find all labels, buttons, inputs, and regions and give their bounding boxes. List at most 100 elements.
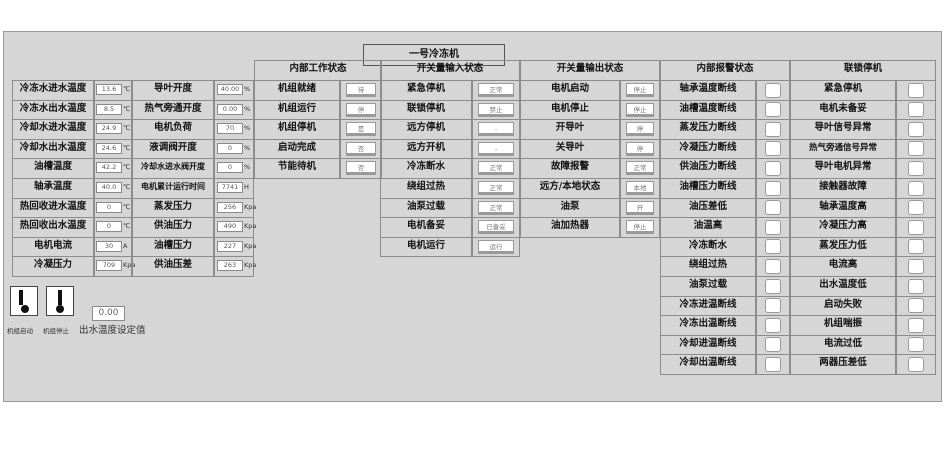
interlock-label: 电流过低 bbox=[823, 337, 862, 349]
switch-output-label-cell bbox=[520, 217, 620, 238]
param-value-field: 30 bbox=[96, 240, 122, 252]
alarm-led bbox=[765, 298, 781, 314]
alarm-label: 油压差低 bbox=[688, 200, 727, 212]
alarm-led bbox=[765, 200, 781, 216]
param-label: 冷却水进水阀开度 bbox=[141, 162, 205, 172]
switch-input-label: 远方停机 bbox=[406, 122, 445, 134]
alarm-label: 冷却进温断线 bbox=[679, 337, 737, 349]
setpoint-label: 出水温度设定值 bbox=[79, 325, 146, 336]
interlock-led-cell bbox=[896, 354, 936, 375]
alarm-led bbox=[765, 278, 781, 294]
param-label: 油槽温度 bbox=[33, 161, 72, 173]
alarm-label-cell bbox=[660, 354, 756, 375]
interlock-led bbox=[908, 317, 924, 333]
switch-input-label-cell bbox=[380, 236, 472, 258]
alarm-label: 蒸发压力断线 bbox=[679, 122, 737, 134]
internal-status-indicator: 是 bbox=[346, 122, 376, 137]
switch-output-indicator: 停 bbox=[626, 141, 654, 156]
param-unit: A bbox=[123, 241, 128, 250]
switch-input-indicator: 正常 bbox=[478, 200, 514, 215]
param-value-field: 263 bbox=[217, 260, 243, 272]
interlock-label: 机组喘振 bbox=[823, 318, 862, 330]
param-value-field: 7741 bbox=[217, 182, 243, 193]
alarm-label: 冷却出温断线 bbox=[679, 357, 737, 369]
alarm-led bbox=[765, 219, 781, 235]
param-unit: H bbox=[244, 183, 249, 191]
internal-status-label: 机组运行 bbox=[277, 102, 316, 114]
alarm-led bbox=[765, 102, 781, 118]
param-value-field: 42.2 bbox=[96, 162, 122, 174]
param-unit: % bbox=[244, 124, 251, 133]
switch-output-indicator: 停 bbox=[626, 122, 654, 137]
switch-input-label: 绕组过热 bbox=[406, 181, 445, 192]
switch-input-indicator: - bbox=[478, 122, 514, 137]
param-value-field: 13.6 bbox=[96, 84, 122, 95]
param-unit: Kpa bbox=[244, 202, 257, 211]
interlock-led bbox=[908, 102, 924, 118]
param-label: 热回收出水温度 bbox=[19, 220, 87, 232]
param-unit: ℃ bbox=[123, 143, 131, 152]
interlock-led bbox=[908, 219, 924, 235]
param-value-cell bbox=[94, 256, 132, 277]
param-label: 热气旁通开度 bbox=[144, 102, 202, 114]
param-value-field: 227 bbox=[217, 240, 243, 252]
switch-input-indicator: 禁止 bbox=[478, 102, 514, 117]
interlock-label: 电流高 bbox=[828, 259, 858, 271]
alarm-led bbox=[765, 82, 781, 98]
internal-status-label: 机组停机 bbox=[277, 122, 316, 134]
stop-button-label: 机组停止 bbox=[43, 327, 69, 335]
alarm-header: 内部报警状态 bbox=[696, 63, 754, 75]
param-label: 热回收进水温度 bbox=[19, 200, 87, 212]
alarm-led bbox=[765, 160, 781, 176]
switch-input-label: 油泵过载 bbox=[406, 200, 445, 212]
switch-output-label: 关导叶 bbox=[555, 141, 585, 153]
param-unit: ℃ bbox=[123, 202, 131, 211]
alarm-label: 轴承温度断线 bbox=[679, 83, 737, 94]
switch-input-label: 冷冻断水 bbox=[406, 161, 445, 173]
alarm-led bbox=[765, 337, 781, 353]
stop-button[interactable] bbox=[46, 286, 74, 316]
switch-output-label: 油泵 bbox=[560, 200, 580, 212]
switch-output-label: 开导叶 bbox=[555, 122, 585, 134]
start-button[interactable] bbox=[10, 286, 38, 316]
internal-status-indicator: 待 bbox=[346, 83, 376, 97]
alarm-led bbox=[765, 239, 781, 255]
param-unit: Kpa bbox=[244, 222, 257, 231]
param-value-field: 0 bbox=[217, 162, 243, 174]
alarm-led bbox=[765, 317, 781, 333]
alarm-label: 油泵过载 bbox=[688, 279, 727, 290]
switch-output-indicator: 停止 bbox=[626, 102, 654, 117]
switch-input-indicator: 运行 bbox=[478, 239, 514, 254]
interlock-label: 热气旁通信号异常 bbox=[808, 142, 877, 153]
param-unit: Kpa bbox=[244, 241, 257, 250]
internal-status-header: 内部工作状态 bbox=[289, 63, 347, 75]
alarm-led bbox=[765, 258, 781, 274]
setpoint-input[interactable]: 0.00 bbox=[92, 306, 125, 321]
param-value-field: 0 bbox=[96, 221, 122, 233]
param-value-field: 40.0 bbox=[96, 182, 122, 193]
switch-output-header: 开关量输出状态 bbox=[556, 63, 624, 75]
switch-output-label: 远方/本地状态 bbox=[539, 181, 601, 192]
interlock-label: 蒸发压力低 bbox=[819, 239, 867, 251]
interlock-label: 导叶信号异常 bbox=[814, 122, 872, 134]
param-value-field: 24.6 bbox=[96, 142, 122, 154]
param-label: 冷却水进水温度 bbox=[19, 122, 87, 134]
param-value-field: 8.5 bbox=[96, 103, 122, 115]
switch-output-indicator: 开 bbox=[626, 200, 654, 215]
alarm-label: 油温高 bbox=[693, 220, 723, 232]
switch-input-label: 紧急停机 bbox=[406, 83, 445, 94]
internal-status-indicator: 否 bbox=[346, 161, 376, 176]
param-unit: ℃ bbox=[123, 183, 131, 191]
switch-input-indicator: 正常 bbox=[478, 83, 514, 97]
switch-output-label: 油加热器 bbox=[550, 220, 589, 232]
interlock-led bbox=[908, 258, 924, 274]
alarm-label: 供油压力断线 bbox=[679, 161, 737, 173]
switch-output-label: 电机启动 bbox=[550, 83, 589, 94]
start-button-label: 机组启动 bbox=[7, 327, 33, 335]
interlock-led bbox=[908, 337, 924, 353]
param-label-cell bbox=[132, 256, 214, 277]
switch-output-indicator: 本地 bbox=[626, 181, 654, 195]
toggle-switch-icon bbox=[19, 290, 29, 313]
switch-input-indicator: 正常 bbox=[478, 181, 514, 195]
